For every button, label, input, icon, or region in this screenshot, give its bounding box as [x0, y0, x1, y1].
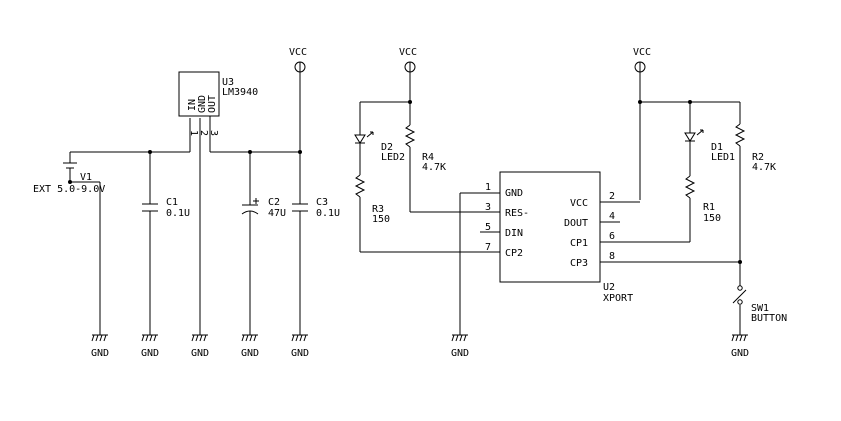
r1-value: 150 — [703, 213, 721, 224]
v1-ref: V1 — [80, 172, 92, 183]
u2-right-pin-8-num: 8 — [609, 251, 615, 262]
c2-value: 47U — [268, 208, 286, 219]
vcc3-bus — [638, 100, 740, 104]
u3-pin-num-2: 2 — [198, 130, 209, 136]
vcc-symbol-1: VCC — [289, 47, 307, 152]
r3-value: 150 — [372, 214, 390, 225]
svg-text:GND: GND — [191, 348, 209, 359]
u3-pin-label-in: IN — [187, 99, 198, 111]
u2-left-pin-1-num: 1 — [485, 182, 491, 193]
u2-ref: U2 — [603, 282, 615, 293]
d2-value: LED2 — [381, 152, 405, 163]
u2-xport: 1 GND 3 RES- 5 DIN 7 CP2 2 VCC 4 DOUT 6 … — [460, 171, 740, 304]
u2-left-pin-3-num: 3 — [485, 202, 491, 213]
gnd-symbol-u2: GND — [451, 193, 469, 359]
c2-ref: C2 — [268, 197, 280, 208]
r4-value: 4.7K — [422, 162, 446, 173]
gnd-symbol-v1: GND — [91, 185, 109, 359]
u2-right-pin-8-name: CP3 — [570, 258, 588, 269]
r2-resistor: R2 4.7K — [734, 102, 776, 286]
u2-value: XPORT — [603, 293, 633, 304]
u2-right-pin-6-num: 6 — [609, 231, 615, 242]
vcc2-bus — [359, 100, 412, 135]
r1-resistor: R1 150 — [684, 141, 721, 242]
u2-right-pin-4-num: 4 — [609, 211, 615, 222]
u3-value: LM3940 — [222, 87, 258, 98]
svg-text:GND: GND — [91, 348, 109, 359]
u2-left-pin-5-name: DIN — [505, 228, 523, 239]
r2-value: 4.7K — [752, 162, 776, 173]
gnd-symbol-sw1: GND — [731, 305, 749, 359]
u2-left-pin-1-name: GND — [505, 188, 523, 199]
d1-led: D1 LED1 — [684, 102, 735, 163]
vcc-symbol-3: VCC — [633, 47, 651, 200]
svg-text:VCC: VCC — [399, 47, 417, 58]
input-wire — [70, 118, 191, 154]
v1-battery: V1 EXT 5.0-9.0V — [33, 152, 105, 195]
gnd-symbol-c3: GND — [291, 215, 309, 359]
r2-ref: R2 — [752, 152, 764, 163]
v1-value: EXT 5.0-9.0V — [33, 184, 105, 195]
u2-right-pin-4-name: DOUT — [564, 218, 588, 229]
c1-value: 0.1U — [166, 208, 190, 219]
r1-ref: R1 — [703, 202, 715, 213]
d1-ref: D1 — [711, 142, 723, 153]
svg-text:GND: GND — [141, 348, 159, 359]
c3-capacitor: C3 0.1U — [292, 152, 340, 219]
sw1-value: BUTTON — [751, 313, 787, 324]
d1-value: LED1 — [711, 152, 735, 163]
gnd-symbol-u3: GND — [191, 118, 209, 359]
svg-text:GND: GND — [451, 348, 469, 359]
u3-pin-num-3: 3 — [208, 130, 219, 136]
r4-resistor: R4 4.7K — [404, 102, 500, 213]
c1-ref: C1 — [166, 197, 178, 208]
u3-pin-label-gnd: GND — [197, 95, 208, 113]
svg-text:VCC: VCC — [633, 47, 651, 58]
r3-ref: R3 — [372, 204, 384, 215]
r3-resistor: R3 150 — [354, 143, 500, 253]
u2-right-pin-2-num: 2 — [609, 191, 615, 202]
d2-ref: D2 — [381, 142, 393, 153]
u2-left-pin-5-num: 5 — [485, 222, 491, 233]
gnd-symbol-c2: GND — [241, 216, 259, 359]
u3-regulator: IN GND OUT 1 2 3 U3 LM3940 — [178, 71, 302, 154]
u2-right-pin-2-name: VCC — [570, 198, 588, 209]
c1-capacitor: C1 0.1U — [142, 152, 190, 219]
svg-text:VCC: VCC — [289, 47, 307, 58]
c2-capacitor: C2 47U — [241, 152, 286, 219]
u2-left-pin-7-num: 7 — [485, 242, 491, 253]
sw1-ref: SW1 — [751, 303, 769, 314]
d2-led: D2 LED2 — [354, 131, 405, 163]
u3-ref: U3 — [222, 77, 234, 88]
u3-pin-label-out: OUT — [207, 95, 218, 113]
c3-value: 0.1U — [316, 208, 340, 219]
u2-right-pin-6-name: CP1 — [570, 238, 588, 249]
u2-left-pin-7-name: CP2 — [505, 248, 523, 259]
vcc-symbol-2: VCC — [399, 47, 417, 102]
r4-ref: R4 — [422, 152, 434, 163]
c3-ref: C3 — [316, 197, 328, 208]
svg-text:GND: GND — [291, 348, 309, 359]
gnd-symbol-c1: GND — [141, 215, 159, 359]
sw1-switch: SW1 BUTTON — [732, 285, 787, 324]
svg-text:GND: GND — [731, 348, 749, 359]
u3-pin-num-1: 1 — [188, 130, 199, 136]
u2-left-pin-3-name: RES- — [505, 208, 529, 219]
svg-text:GND: GND — [241, 348, 259, 359]
